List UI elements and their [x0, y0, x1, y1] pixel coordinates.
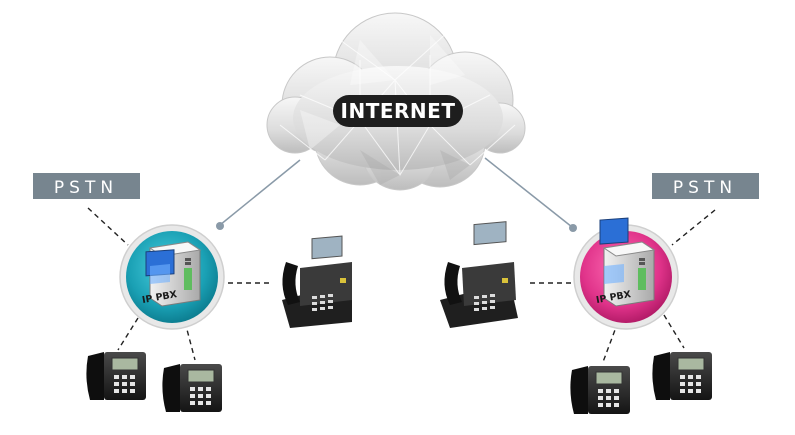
server-icon-left	[145, 241, 202, 307]
internet-label-pill: INTERNET	[333, 95, 463, 127]
desk-phone-icon-1	[86, 352, 146, 400]
cloud-connector-left	[216, 159, 301, 230]
desk-phone-icon-3	[570, 366, 630, 414]
dashed-links	[87, 207, 716, 363]
desk-phone-icon-2	[162, 364, 222, 412]
ip-pbx-right: IP PBX	[573, 217, 679, 330]
pstn-label-right: PSTN	[652, 173, 759, 199]
internet-cloud	[266, 12, 526, 191]
pstn-text-right: PSTN	[673, 178, 737, 198]
desk-phone-icon-4	[652, 352, 712, 400]
ip-pbx-left: IP PBX	[119, 224, 225, 330]
pstn-text-left: PSTN	[54, 178, 118, 198]
ip-phone-icon-center-right	[440, 221, 518, 328]
pstn-label-left: PSTN	[33, 173, 140, 199]
internet-label: INTERNET	[341, 99, 456, 123]
ip-phone-icon-center-left	[282, 235, 352, 328]
cloud-connector-right	[484, 157, 577, 232]
server-icon-right	[599, 217, 656, 307]
